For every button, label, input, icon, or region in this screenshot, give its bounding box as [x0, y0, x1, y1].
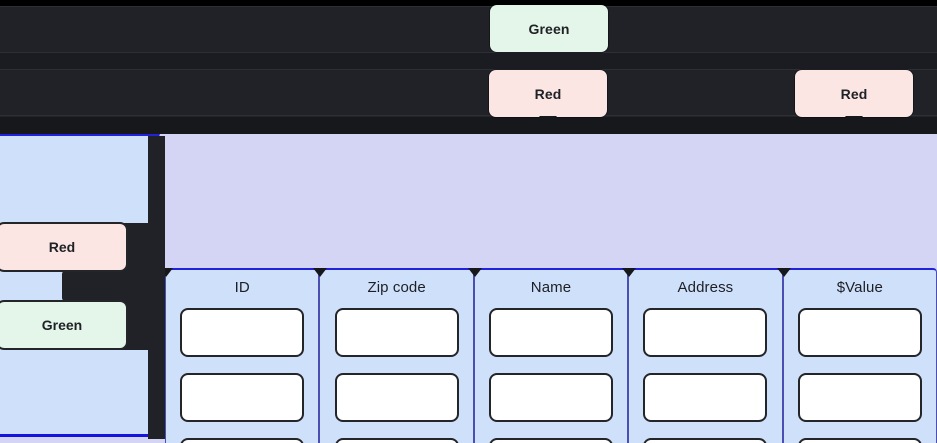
cell-id-3[interactable] [180, 438, 305, 443]
cell-name-2[interactable] [489, 373, 614, 422]
column-header-value: $Value [836, 279, 883, 296]
sidebar-shadow-mid [62, 271, 152, 301]
cell-zip-code-1[interactable] [334, 308, 459, 357]
cell-id-2[interactable] [180, 373, 305, 422]
cell-address-2[interactable] [643, 373, 768, 422]
table-column-id[interactable]: ID [159, 268, 320, 443]
toolbar-band-base [0, 116, 937, 134]
table-column-zip-code[interactable]: Zip code [313, 268, 474, 443]
cell-value-2[interactable] [797, 373, 922, 422]
column-header-name: Name [530, 279, 572, 296]
column-notch-icon [622, 268, 637, 277]
annotation-badge-red-2[interactable]: Red [795, 70, 913, 126]
annotation-badge-red-2-label: Red [840, 85, 868, 102]
toolbar-band-upper [0, 6, 937, 53]
toolbar-band-lower [0, 69, 937, 116]
column-notch-icon [776, 268, 791, 277]
column-notch-icon [159, 268, 173, 277]
column-notch-icon [467, 268, 482, 277]
cell-name-3[interactable] [489, 438, 614, 443]
annotation-badge-green[interactable]: Green [490, 5, 608, 52]
cell-value-3[interactable] [797, 438, 922, 443]
cell-address-3[interactable] [643, 438, 768, 443]
column-header-zip-code: Zip code [367, 279, 426, 296]
sidebar-gutter [148, 136, 165, 439]
sidebar-chip-red[interactable]: Red [0, 222, 128, 272]
cell-address-1[interactable] [643, 308, 768, 357]
annotation-badge-red-1-label: Red [534, 85, 562, 102]
sidebar-chip-green[interactable]: Green [0, 300, 128, 350]
table-columns: ID Zip code Name [159, 268, 937, 443]
column-header-address: Address [677, 279, 734, 296]
table-column-name[interactable]: Name [467, 268, 629, 443]
table-column-address[interactable]: Address [622, 268, 783, 443]
column-header-id: ID [234, 279, 250, 296]
toolbar-band-separator [0, 53, 937, 69]
cell-name-1[interactable] [489, 308, 614, 357]
cell-value-1[interactable] [797, 308, 922, 357]
annotation-badge-green-label: Green [528, 20, 570, 37]
cell-zip-code-3[interactable] [334, 438, 459, 443]
tooltip-tail-icon [539, 116, 557, 126]
table-column-value[interactable]: $Value [776, 268, 937, 443]
tooltip-tail-icon [845, 116, 863, 126]
cell-id-1[interactable] [180, 308, 305, 357]
column-notch-icon [313, 268, 328, 277]
cell-zip-code-2[interactable] [334, 373, 459, 422]
annotation-badge-red-1[interactable]: Red [489, 70, 607, 126]
